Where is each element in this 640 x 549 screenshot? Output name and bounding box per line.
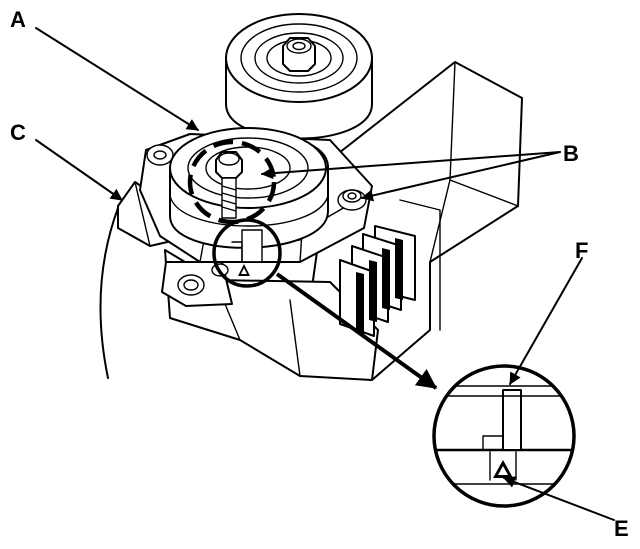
detail-arrow xyxy=(275,272,438,390)
magnifier-circle xyxy=(212,218,282,288)
callout-a: A xyxy=(10,7,26,32)
leader-lines xyxy=(35,27,615,521)
callout-c: C xyxy=(10,120,26,145)
mounting-bolt-right xyxy=(337,189,367,211)
alignment-detail xyxy=(432,364,576,508)
bracket-plates xyxy=(339,225,416,337)
callout-e: E xyxy=(614,516,629,541)
tensioner-pulley xyxy=(169,127,329,249)
idler-pulley xyxy=(225,13,373,140)
callout-b: B xyxy=(563,141,579,166)
alignment-marks xyxy=(211,229,291,276)
callout-f: F xyxy=(575,238,588,263)
